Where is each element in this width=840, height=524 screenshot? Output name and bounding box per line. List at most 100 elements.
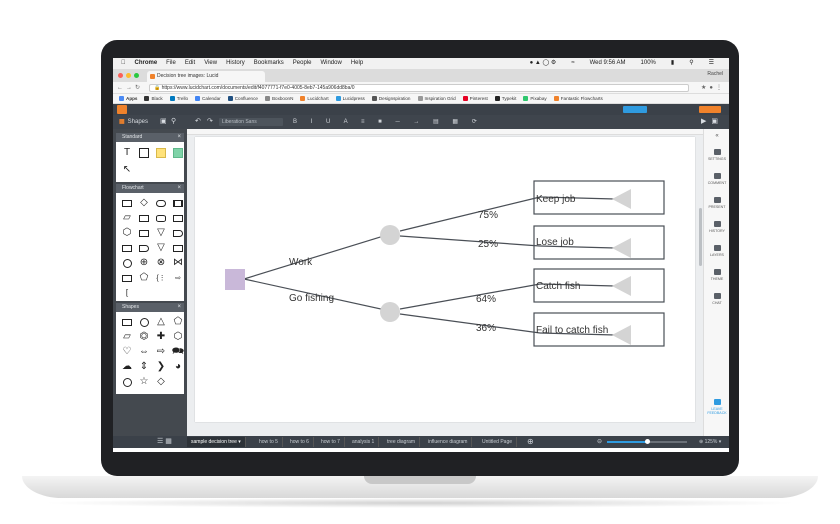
annotation-shape[interactable]: {⋮ (156, 274, 166, 282)
menu-list-icon[interactable]: ☰ (708, 60, 714, 66)
bookmark-lucidchart[interactable]: Lucidchart (300, 94, 329, 103)
end-node-catch[interactable] (612, 276, 631, 296)
nav-buttons[interactable]: ←→↻ (117, 85, 144, 91)
cloud-shape[interactable]: ☁ (122, 361, 132, 372)
profile-name[interactable]: Rachel (707, 71, 723, 77)
bracket-shape[interactable]: [ (125, 288, 129, 297)
zoom-out-icon[interactable]: ⊖ (597, 439, 603, 445)
off-page-shape[interactable]: ⬠ (139, 272, 149, 283)
probability-fail[interactable]: 36% (476, 323, 496, 334)
page-tab-how-to-7[interactable]: how to 7 (317, 437, 345, 447)
status-icons[interactable]: ● ▲ ◯ ⚙ (529, 60, 557, 66)
menu-chrome[interactable]: Chrome (130, 60, 158, 66)
dock-layers[interactable]: LAYERS (704, 245, 729, 257)
cross-shape[interactable]: ✚ (156, 331, 166, 342)
terminator-shape[interactable] (154, 196, 168, 210)
chevron-shape[interactable]: ❯ (156, 361, 166, 372)
or-shape[interactable]: ⊕ (139, 257, 149, 268)
page-tab-analysis-1[interactable]: analysis 1 (348, 437, 380, 447)
close-window-icon[interactable] (118, 73, 123, 78)
hexagon-basic-shape[interactable]: ⬡ (173, 331, 183, 342)
outcome-label-lose[interactable]: Lose job (536, 237, 574, 248)
edge-keep[interactable] (399, 196, 541, 232)
display-shape[interactable] (171, 226, 185, 240)
end-node-keep[interactable] (612, 189, 631, 209)
probability-lose[interactable]: 25% (478, 239, 498, 250)
document-shape[interactable] (137, 211, 151, 225)
page-tab-how-to-6[interactable]: how to 6 (286, 437, 314, 447)
search-shapes-icon[interactable]: ⚲ (171, 118, 177, 125)
trapezoid-shape[interactable]: ⏣ (139, 331, 149, 342)
outcome-label-catch[interactable]: Catch fish (536, 281, 580, 292)
hexagon-shape[interactable]: ⬡ (122, 227, 132, 238)
outcome-box-catch[interactable] (533, 268, 665, 303)
bookmark-pixabay[interactable]: Pixabay (523, 94, 547, 103)
dock-present[interactable]: PRESENT (704, 197, 729, 209)
publish-button[interactable] (699, 106, 721, 113)
vertical-scrollbar[interactable] (699, 208, 702, 266)
shapes-toggle[interactable]: ▦Shapes (119, 115, 148, 129)
bookmark-lucidpress[interactable]: Lucidpress (335, 94, 365, 103)
dock-settings[interactable]: SETTINGS (704, 149, 729, 161)
heart-shape[interactable]: ♡ (122, 346, 132, 357)
image-icon[interactable]: ▣ (160, 118, 167, 125)
add-page-icon[interactable]: ⊕ (527, 437, 534, 446)
note-shape[interactable] (154, 145, 168, 161)
zoom-slider[interactable] (607, 439, 687, 444)
bookmark-designspiration[interactable]: Designspiration (371, 94, 411, 103)
edge-fail[interactable] (399, 313, 541, 334)
bookmark-inspiration-grid[interactable]: Inspiration Grid (417, 94, 456, 103)
circle-shape[interactable] (137, 315, 151, 329)
chance-node-work[interactable] (380, 225, 400, 245)
diamond-shape[interactable]: ◇ (157, 376, 165, 387)
diagram-page[interactable]: Work Go fishing 75% 25% 64% 36% Keep job… (195, 137, 695, 422)
url-field[interactable]: 🔒 https://www.lucidchart.com/documents/e… (149, 84, 689, 92)
menu-bookmarks[interactable]: Bookmarks (249, 60, 284, 66)
bookmark-typekit[interactable]: Typekit (494, 94, 516, 103)
stored-data-shape[interactable] (171, 241, 185, 255)
format-tools[interactable]: B I U A ≡ ■ ─ → ▤ ▦ ⟳ (293, 119, 483, 125)
dock-theme[interactable]: THEME (704, 269, 729, 281)
battery-icon[interactable]: ▮ (670, 60, 675, 66)
section-header-flowchart[interactable]: Flowchart× (116, 184, 184, 193)
end-node-fail[interactable] (612, 325, 631, 345)
probability-catch[interactable]: 64% (476, 294, 496, 305)
database-shape[interactable] (154, 211, 168, 225)
outcome-label-keep[interactable]: Keep job (536, 194, 576, 205)
maximize-window-icon[interactable] (134, 73, 139, 78)
page-tab-untitled-page[interactable]: Untitled Page (478, 437, 518, 447)
rectangle-shape[interactable] (137, 145, 151, 161)
parallelogram-shape[interactable]: ▱ (123, 331, 131, 342)
menu-help[interactable]: Help (346, 60, 363, 66)
clock[interactable]: Wed 9:56 AM (589, 60, 626, 66)
storage-shape[interactable] (137, 226, 151, 240)
share-button[interactable] (623, 106, 647, 113)
battery-level[interactable]: 100% (640, 60, 656, 66)
dock-feedback[interactable]: LEAVE FEEDBACK (704, 399, 729, 415)
edge-work[interactable] (243, 233, 391, 280)
zoom-level[interactable]: ⊕ 125% ▾ (699, 439, 722, 445)
menu-window[interactable]: Window (315, 60, 341, 66)
page-tab-tree-diagram[interactable]: tree diagram (383, 437, 421, 447)
bookmark-fantastic-flowcharts[interactable]: Fantastic Flowcharts (553, 94, 603, 103)
menu-history[interactable]: History (221, 60, 245, 66)
redo-icon[interactable]: ↷ (207, 118, 213, 125)
close-section-icon[interactable]: × (177, 304, 181, 310)
section-header-standard[interactable]: Standard× (116, 133, 184, 142)
undo-icon[interactable]: ↶ (195, 118, 201, 125)
connector-shape[interactable] (120, 256, 134, 270)
outcome-box-fail[interactable] (533, 312, 665, 347)
search-icon[interactable]: ⚲ (689, 60, 694, 66)
probability-keep[interactable]: 75% (478, 210, 498, 221)
section-header-shapes[interactable]: Shapes× (116, 303, 184, 312)
more-shapes-icon[interactable]: ⇨ (175, 274, 181, 282)
line-tool-icon[interactable]: ↖ (122, 164, 132, 175)
page-tab-influence-diagram[interactable]: influence diagram (424, 437, 473, 447)
menu-edit[interactable]: Edit (180, 60, 195, 66)
filled-block-shape[interactable] (171, 145, 185, 161)
branch-label-fishing[interactable]: Go fishing (289, 293, 334, 304)
data-shape[interactable]: ▱ (123, 212, 131, 223)
present-and-toggle-icons[interactable]: ▶▣ (701, 118, 723, 125)
lucidchart-logo-icon[interactable] (117, 105, 127, 114)
double-arrow-shape[interactable]: ⇔ (139, 346, 149, 357)
